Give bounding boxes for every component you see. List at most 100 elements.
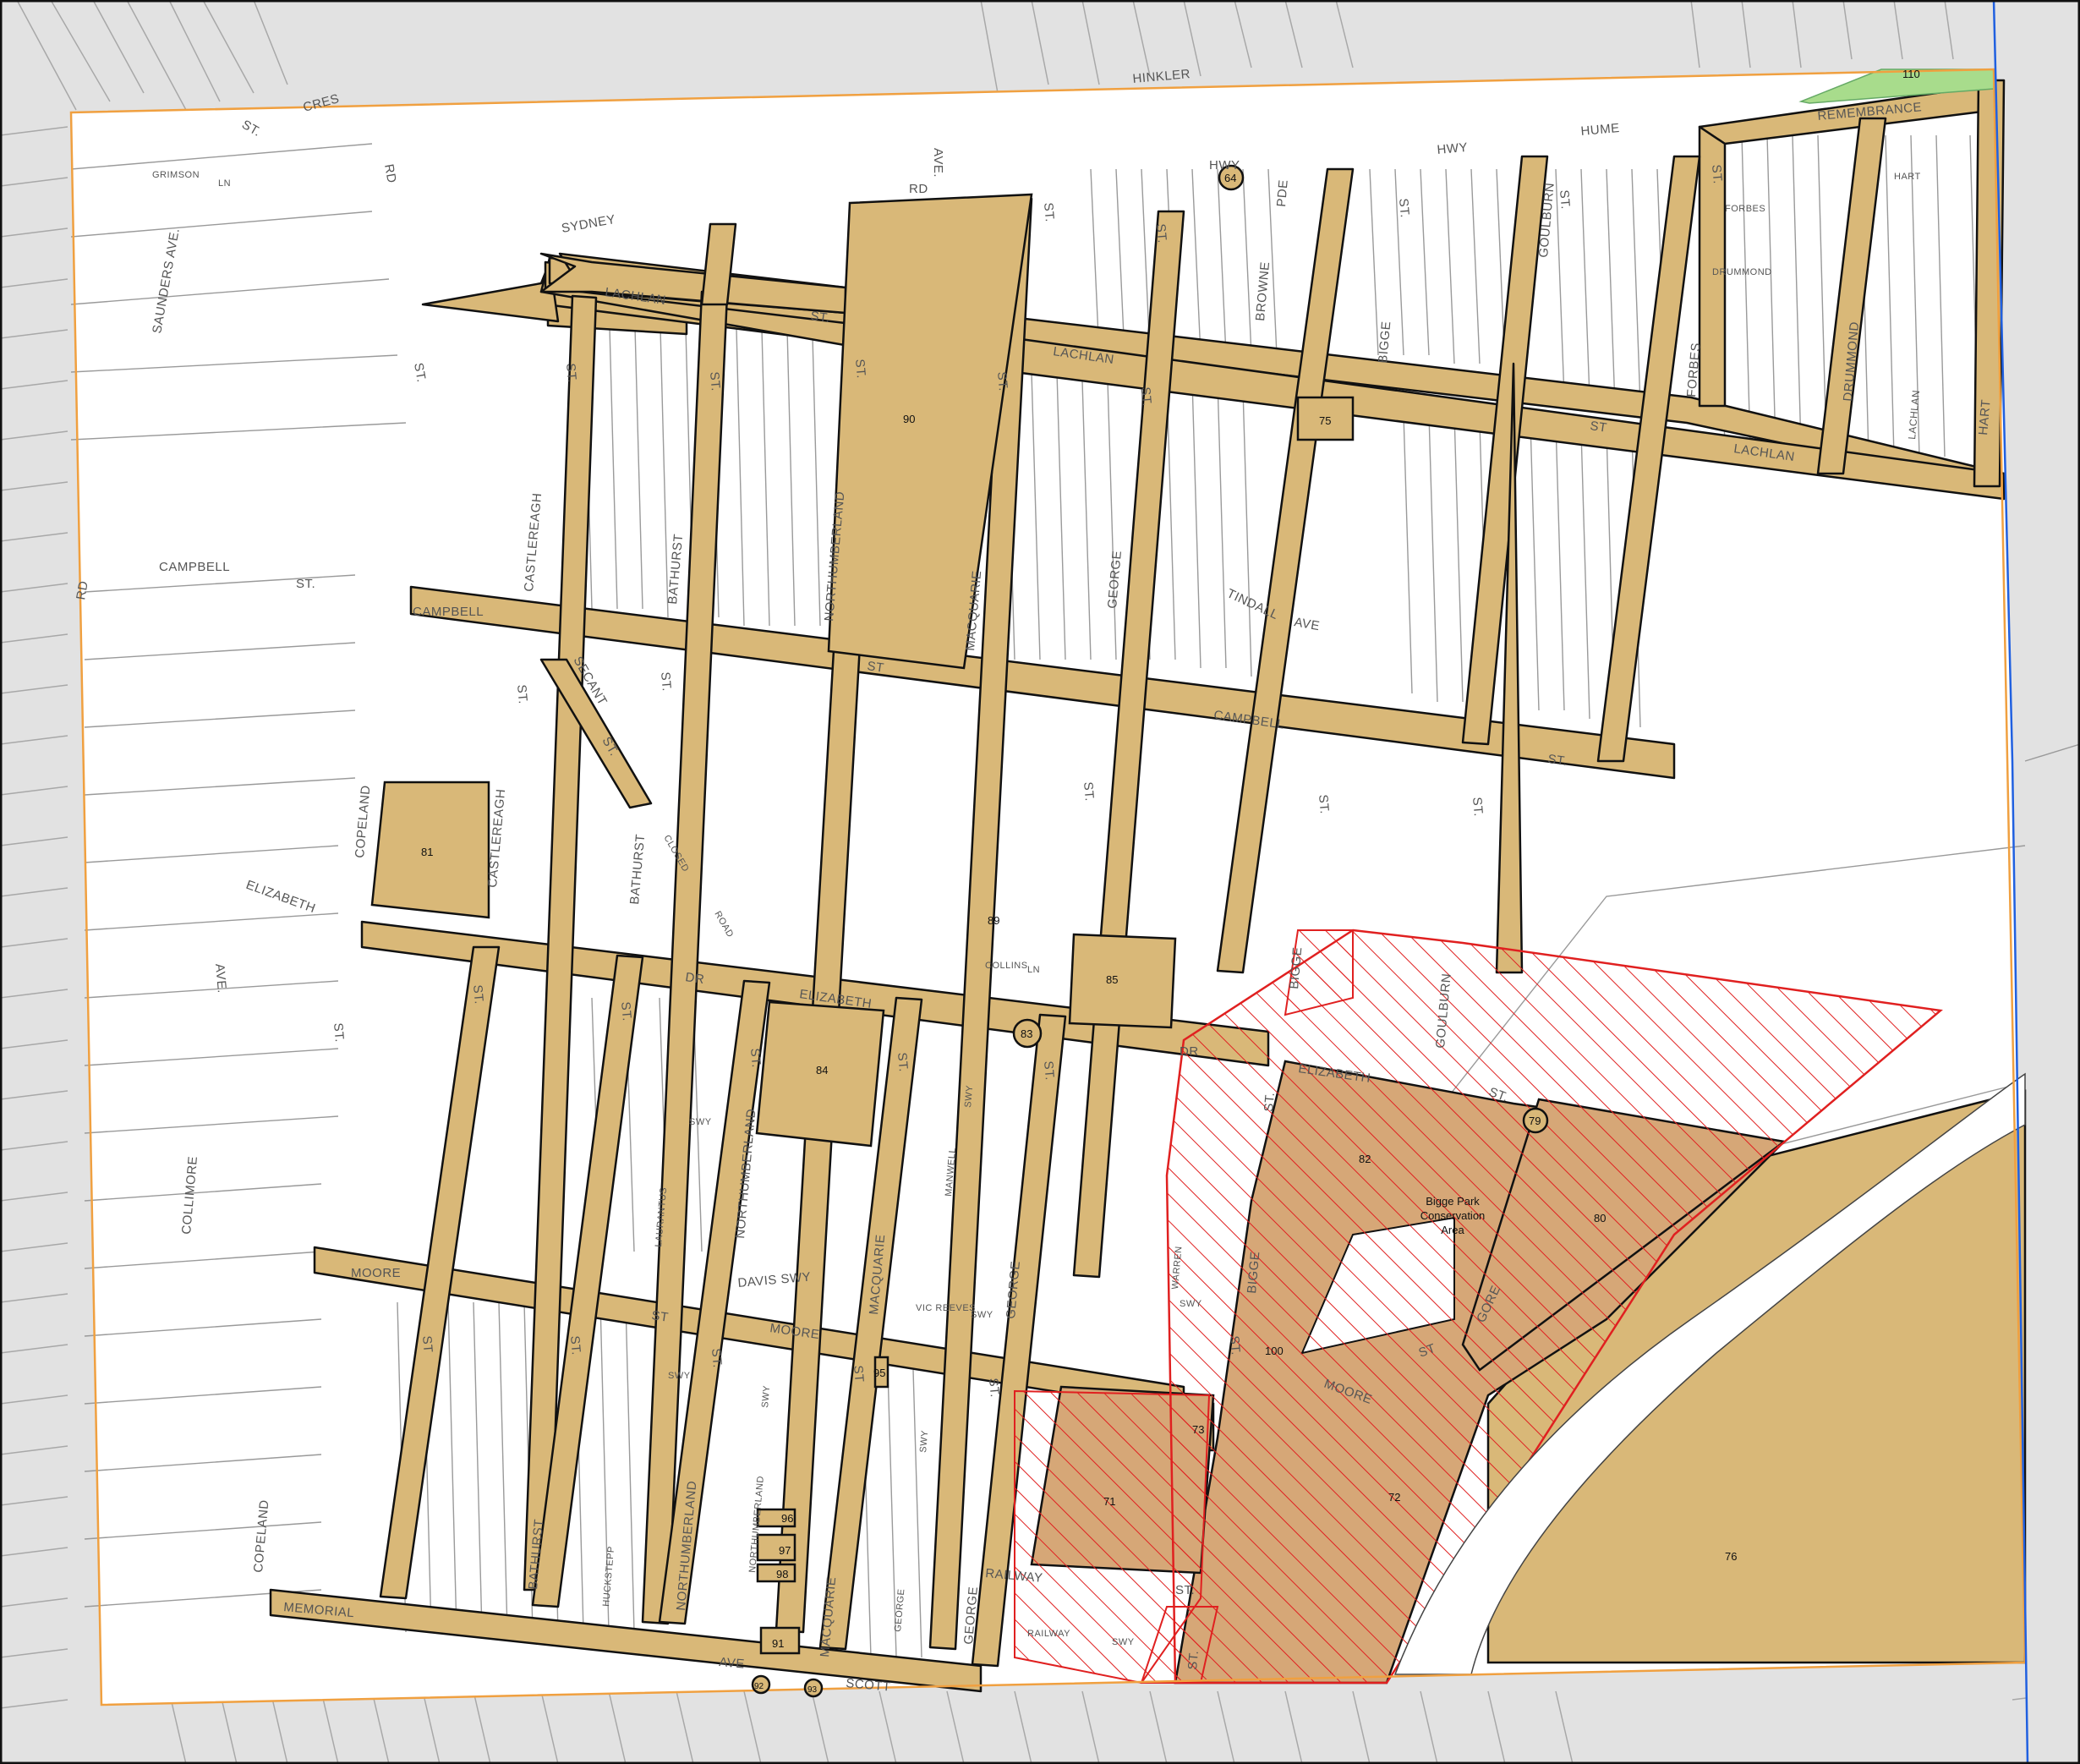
label-swy3: SWY — [971, 1310, 993, 1320]
marker-64 — [1218, 164, 1245, 191]
label-ave-mem: AVE — [719, 1655, 746, 1672]
label-warren: WARREN — [1170, 1246, 1184, 1290]
lot-98: 98 — [776, 1568, 788, 1580]
parcel-90 — [827, 193, 1033, 670]
label-st-bathurst-1: ST. — [707, 371, 723, 392]
lot-96: 96 — [781, 1512, 793, 1525]
blue-boundary-line — [1992, 0, 2029, 1764]
parcel-95 — [873, 1356, 889, 1389]
lot-90: 90 — [903, 413, 915, 425]
label-st-campbell-mid: ST — [866, 659, 884, 676]
lot-81: 81 — [421, 846, 433, 858]
label-st-george-top: ST. — [1153, 223, 1169, 244]
parcel-97 — [756, 1533, 796, 1562]
label-rd-left: RD — [381, 163, 399, 184]
parcel-84 — [755, 1000, 885, 1148]
label-hwy: HWY — [1437, 140, 1469, 157]
label-dr-2: DR — [1180, 1044, 1199, 1059]
label-st-lachlan-2: ST — [1589, 419, 1607, 436]
label-hume: HUME — [1580, 121, 1620, 139]
label-hart-ln: HART — [1976, 398, 1994, 436]
lot-89: 89 — [988, 914, 999, 927]
label-hinkler: HINKLER — [1132, 67, 1191, 86]
lot-84: 84 — [816, 1064, 828, 1076]
lot-71: 71 — [1103, 1495, 1115, 1508]
label-st-forbes-1: ST. — [1709, 164, 1725, 185]
label-lachlan-ln: LACHLAN — [1906, 389, 1922, 440]
label-st-bath2: ST. — [658, 671, 674, 693]
lot-labels: 110 64 90 75 81 89 85 84 83 82 79 80 100… — [421, 68, 1920, 1695]
label-ave-w: AVE. — [212, 963, 229, 994]
label-st-left: ST. — [411, 362, 429, 384]
label-forbes-ln: FORBES — [1725, 204, 1765, 214]
label-bigge-2: BIGGE — [1287, 946, 1305, 989]
label-george-3: GEORGE — [961, 1586, 981, 1645]
label-swy8: SWY — [1112, 1637, 1135, 1647]
lot-82: 82 — [1359, 1153, 1371, 1165]
label-st-moore-mid: ST — [650, 1308, 669, 1325]
label-swy7: SWY — [918, 1430, 930, 1454]
label-manwell: MANWELL — [944, 1148, 958, 1197]
parcel-85 — [1068, 933, 1177, 1029]
label-st-castlereagh-1: ST. — [563, 363, 579, 384]
label-forbes-1: FORBES — [1684, 342, 1704, 397]
label-swy2: SWY — [963, 1085, 975, 1109]
parcel-98 — [756, 1563, 796, 1583]
lot-93: 93 — [807, 1685, 818, 1695]
marker-93 — [803, 1678, 824, 1698]
label-st-campbell-w: ST. — [296, 577, 315, 591]
label-st-macq-top: ST. — [1041, 202, 1057, 223]
label-st-macq-1: ST. — [994, 371, 1010, 392]
label-scott: SCOTT — [846, 1676, 892, 1695]
lot-83: 83 — [1021, 1027, 1032, 1040]
label-st-row3e: ST. — [986, 1378, 1002, 1399]
label-st-castle2: ST. — [514, 684, 530, 705]
label-st-e: ST. — [1487, 1085, 1511, 1105]
label-pde: PDE — [1274, 179, 1291, 208]
label-george-4: GEORGE — [893, 1588, 906, 1632]
label-campbell-1: CAMPBELL — [413, 605, 484, 619]
label-st-row3d: ST — [851, 1365, 867, 1383]
label-st-moore-e: ST — [1417, 1341, 1438, 1361]
label-swy5: SWY — [668, 1371, 691, 1381]
label-grimson-ln: LN — [218, 178, 231, 189]
label-st-bigge-1: ST. — [1396, 198, 1412, 219]
label-st-bath2b: ST. — [618, 1001, 634, 1022]
area-line3: Area — [1441, 1224, 1464, 1236]
marker-92 — [751, 1674, 771, 1695]
lot-100: 100 — [1265, 1345, 1284, 1357]
label-dr: DR — [684, 970, 705, 987]
outside-strip-east — [1994, 0, 2080, 1764]
lot-72: 72 — [1388, 1491, 1400, 1504]
lot-73: 73 — [1192, 1423, 1204, 1436]
conservation-area-label: Bigge Park Conservation Area — [1420, 1195, 1486, 1236]
lot-80: 80 — [1594, 1212, 1606, 1224]
label-vic-reeves: VIC REEVES — [916, 1303, 976, 1313]
label-st-lachlan-1: ST. — [809, 309, 830, 326]
label-drummond-ln: DRUMMOND — [1712, 267, 1772, 277]
label-st-north-1: ST. — [852, 359, 868, 380]
label-collins-ln: LN — [1027, 965, 1040, 975]
label-st-row3f: ST. — [1227, 1335, 1243, 1356]
marker-79 — [1522, 1107, 1549, 1134]
label-hart: HART — [1894, 172, 1921, 182]
label-railway: RAILWAY — [985, 1566, 1043, 1586]
label-st-rail2: ST. — [1185, 1650, 1201, 1671]
label-st-bigge2: ST. — [1316, 794, 1332, 815]
area-line2: Conservation — [1420, 1209, 1486, 1222]
label-ave-tindall: AVE — [1293, 615, 1321, 633]
parcel-81 — [370, 781, 490, 919]
label-rd-top: RD — [909, 182, 928, 196]
lot-110: 110 — [1902, 68, 1920, 80]
area-line1: Bigge Park — [1426, 1195, 1480, 1208]
label-swy6: SWY — [760, 1385, 772, 1409]
lot-85: 85 — [1106, 973, 1118, 986]
lot-95: 95 — [873, 1367, 885, 1379]
label-swy4: SWY — [1180, 1299, 1202, 1309]
label-st-goulburn2: ST. — [1470, 797, 1486, 818]
label-railway-2: RAILWAY — [1027, 1629, 1070, 1639]
label-swy: SWY — [689, 1117, 712, 1127]
